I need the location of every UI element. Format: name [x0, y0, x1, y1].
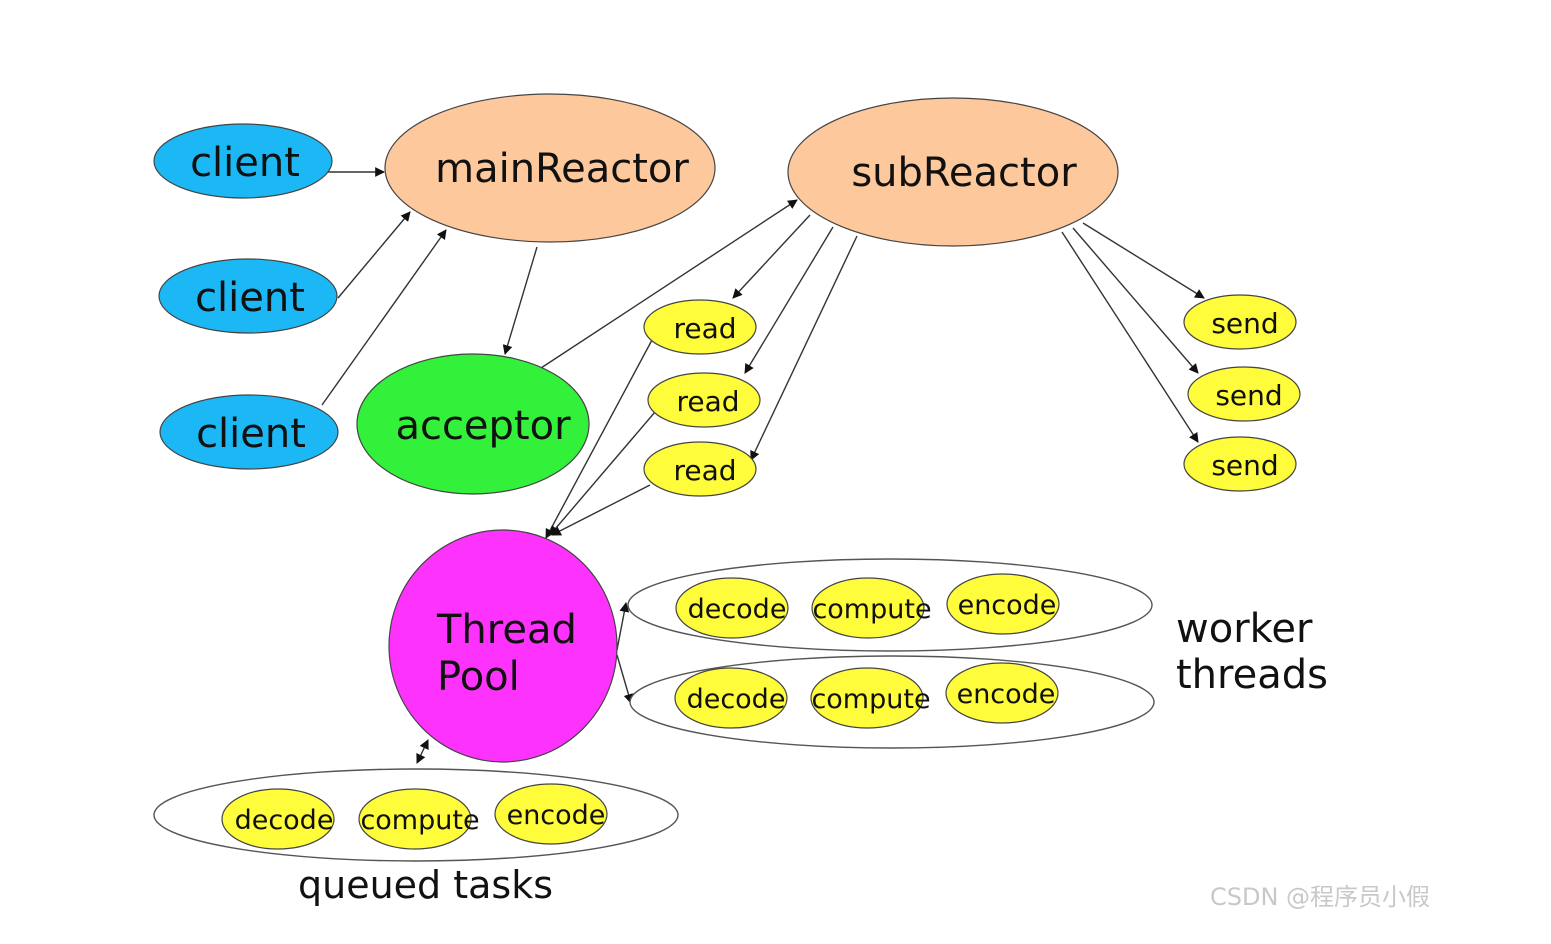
send-node-1: send: [1183, 294, 1297, 350]
edge-threadpool-worker1: [616, 602, 630, 651]
edge-threadpool-queue: [416, 739, 429, 764]
queued-tasks-group: decode compute encode: [153, 768, 679, 862]
sub-reactor-label: subReactor: [851, 150, 1077, 196]
edge-read3-threadpool: [551, 484, 651, 536]
edge-subreactor-read2: [744, 226, 834, 374]
watermark: CSDN @程序员小假: [1210, 883, 1430, 911]
task-decode: decode: [235, 805, 334, 836]
thread-pool-node: Thread Pool: [388, 529, 618, 763]
edge-acceptor-subreactor: [540, 199, 798, 369]
read-node-2: read: [647, 372, 761, 428]
read-label: read: [673, 312, 736, 345]
edge-subreactor-read3: [750, 235, 858, 461]
send-node-2: send: [1187, 366, 1301, 422]
task-encode: encode: [957, 679, 1056, 710]
edge-threadpool-worker2: [616, 654, 634, 704]
sub-reactor-node: subReactor: [787, 97, 1119, 247]
queued-tasks-label: queued tasks: [298, 863, 553, 907]
send-label: send: [1211, 307, 1278, 340]
edge-subreactor-send1: [1082, 222, 1205, 299]
worker-threads-label-line1: worker: [1176, 606, 1313, 652]
edge-subreactor-send3: [1061, 231, 1199, 443]
client-label: client: [190, 140, 300, 186]
task-compute: compute: [812, 594, 931, 625]
task-decode: decode: [687, 684, 786, 715]
client-node-3: client: [159, 394, 339, 470]
acceptor-node: acceptor: [356, 353, 590, 495]
edge-client2-mainreactor: [337, 211, 411, 299]
task-encode: encode: [507, 800, 606, 831]
task-compute: compute: [360, 805, 479, 836]
thread-pool-label-line1: Thread: [436, 607, 577, 653]
client-label: client: [195, 275, 305, 321]
task-encode: encode: [958, 590, 1057, 621]
edge-read2-threadpool: [549, 411, 656, 536]
task-decode: decode: [688, 594, 787, 625]
worker-thread-group-2: decode compute encode: [629, 655, 1155, 749]
read-node-3: read: [643, 441, 757, 497]
read-label: read: [676, 385, 739, 418]
acceptor-label: acceptor: [395, 403, 571, 449]
main-reactor-node: mainReactor: [384, 93, 716, 243]
worker-threads-label-line2: threads: [1176, 652, 1328, 698]
task-compute: compute: [811, 684, 930, 715]
thread-pool-label-line2: Pool: [437, 654, 520, 700]
client-label: client: [196, 411, 306, 457]
edge-client3-mainreactor: [321, 229, 447, 406]
send-node-3: send: [1183, 436, 1297, 492]
edge-subreactor-read1: [732, 214, 811, 299]
main-reactor-label: mainReactor: [435, 146, 689, 192]
send-label: send: [1211, 449, 1278, 482]
edge-mainreactor-acceptor: [502, 246, 538, 355]
client-node-2: client: [158, 258, 338, 334]
read-node-1: read: [643, 299, 757, 355]
edge-subreactor-send2: [1072, 227, 1199, 374]
send-label: send: [1215, 379, 1282, 412]
edges: [320, 167, 1205, 764]
client-node-1: client: [153, 123, 333, 199]
edge-read1-threadpool: [545, 339, 653, 539]
read-label: read: [673, 454, 736, 487]
worker-thread-group-1: decode compute encode: [627, 558, 1153, 652]
